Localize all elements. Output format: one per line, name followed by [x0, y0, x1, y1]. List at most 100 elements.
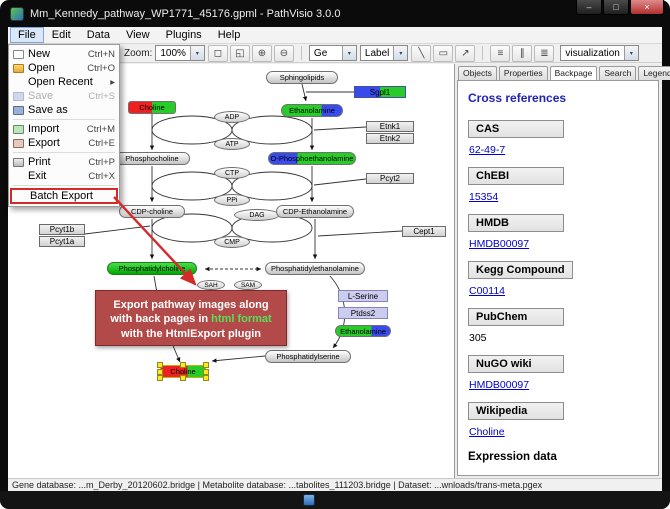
chevron-down-icon[interactable]: ▾ — [341, 46, 356, 60]
pathway-node-cept1[interactable]: Cept1 — [402, 226, 446, 237]
selection-handle[interactable] — [203, 375, 209, 381]
pathway-node-phosphocholine[interactable]: Phosphocholine — [114, 152, 190, 165]
pathway-node-dag[interactable]: DAG — [234, 209, 280, 221]
selection-handle[interactable] — [203, 368, 209, 375]
node-label: Phosphatidylcholine — [118, 264, 186, 273]
distribute-icon[interactable]: ≣ — [534, 44, 555, 62]
pathway-node-phosphatidylserine[interactable]: Phosphatidylserine — [265, 350, 351, 363]
tab-legend[interactable]: Legend — [638, 66, 670, 80]
pathway-node-adp[interactable]: ADP — [214, 111, 250, 123]
annotation-callout: Export pathway images along with back pa… — [95, 290, 287, 346]
backpage-link-wikipedia[interactable]: Choline — [469, 426, 505, 438]
pathway-node-o-phosphoethanolamine[interactable]: O-Phosphoethanolamine — [268, 152, 356, 165]
pathway-node-sah[interactable]: SAH — [197, 280, 225, 290]
tab-objects[interactable]: Objects — [458, 66, 497, 80]
pathway-node-etnk1[interactable]: Etnk1 — [366, 121, 414, 132]
menu-item-label: Import — [28, 123, 60, 135]
pathway-node-ethanolamine[interactable]: Ethanolamine — [281, 104, 343, 117]
export-icon — [13, 138, 24, 148]
pathway-node-etnk2[interactable]: Etnk2 — [366, 133, 414, 144]
zoom-out-icon[interactable]: ⊖ — [273, 44, 294, 62]
pathway-node-cmp[interactable]: CMP — [214, 236, 250, 248]
gene-product-tool-combobox[interactable]: Ge ▾ — [308, 45, 357, 61]
pathway-node-sgpl1[interactable]: Sgpl1 — [354, 86, 406, 98]
file-menu-item-import[interactable]: Import Ctrl+M — [10, 122, 118, 136]
cross-references-title: Cross references — [468, 91, 567, 105]
selection-handle[interactable] — [157, 375, 163, 381]
backpage-link-nugo-wiki[interactable]: HMDB00097 — [469, 379, 530, 391]
zoom-combobox[interactable]: 100% ▾ — [155, 45, 205, 61]
pathway-node-pcyt1a[interactable]: Pcyt1a — [39, 236, 85, 247]
chevron-down-icon[interactable]: ▾ — [189, 46, 204, 60]
pathway-node-phosphatidylethanolamine[interactable]: Phosphatidylethanolamine — [265, 262, 365, 275]
tab-properties[interactable]: Properties — [498, 66, 548, 80]
menubar-item-plugins[interactable]: Plugins — [165, 29, 202, 41]
pathway-node-ethanolamine[interactable]: Ethanolamine — [335, 325, 391, 337]
menubar-item-help[interactable]: Help — [217, 29, 241, 41]
menu-item-shortcut: Ctrl+M — [86, 123, 115, 135]
visualization-combobox[interactable]: visualization ▾ — [560, 45, 639, 61]
menubar-item-file[interactable]: File — [10, 27, 44, 43]
menubar-item-data[interactable]: Data — [86, 29, 110, 41]
backpage-link-kegg-compound[interactable]: C00114 — [469, 285, 506, 297]
zoom-in-icon[interactable]: ⊕ — [251, 44, 272, 62]
backpage-value-pubchem: 305 — [469, 332, 487, 344]
selection-handle[interactable] — [157, 362, 163, 368]
taskbar-app-icon[interactable] — [303, 494, 315, 506]
toolbar-separator — [482, 46, 484, 60]
maximize-button[interactable]: □ — [603, 0, 629, 15]
pathway-node-cdp-choline[interactable]: CDP-choline — [119, 205, 185, 218]
pathway-node-choline[interactable]: Choline — [128, 101, 176, 114]
close-button[interactable]: × — [630, 0, 664, 15]
chevron-down-icon[interactable]: ▾ — [623, 46, 638, 60]
blank-icon — [13, 78, 24, 87]
menu-item-label: Print — [28, 156, 51, 168]
pathway-node-atp[interactable]: ATP — [214, 138, 250, 150]
line-tool-icon[interactable]: ╲ — [411, 44, 432, 62]
node-label: Cept1 — [413, 227, 435, 236]
backpage-link-hmdb[interactable]: HMDB00097 — [469, 238, 530, 250]
pathway-node-ptdss2[interactable]: Ptdss2 — [338, 307, 388, 319]
selection-handle[interactable] — [203, 362, 209, 368]
rectangle-tool-icon[interactable]: ▭ — [433, 44, 454, 62]
align-vertical-icon[interactable]: ∥ — [512, 44, 533, 62]
menubar-item-view[interactable]: View — [125, 29, 150, 41]
label-tool-label: Label — [364, 47, 390, 59]
tab-search[interactable]: Search — [599, 66, 637, 80]
pathway-node-pcyt2[interactable]: Pcyt2 — [366, 173, 414, 184]
backpage-link-cas[interactable]: 62-49-7 — [469, 144, 506, 156]
align-horizontal-icon[interactable]: ≡ — [490, 44, 511, 62]
submenu-arrow-icon: ▸ — [110, 76, 115, 88]
connector-tool-icon[interactable]: ↗ — [455, 44, 476, 62]
pathway-node-cdp-ethanolamine[interactable]: CDP-Ethanolamine — [276, 205, 354, 218]
zoom-fit-width-icon[interactable]: ◱ — [229, 44, 250, 62]
pathway-node-ppi[interactable]: PPi — [214, 194, 250, 206]
minimize-button[interactable]: – — [576, 0, 602, 15]
label-tool-combobox[interactable]: Label ▾ — [359, 45, 409, 61]
pathway-node-sam[interactable]: SAM — [234, 280, 262, 290]
file-menu-item-open-recent[interactable]: Open Recent▸ — [10, 75, 118, 89]
tab-backpage[interactable]: Backpage — [549, 66, 598, 80]
pathway-node-sphingolipids[interactable]: Sphingolipids — [266, 71, 338, 84]
pathway-node-ctp[interactable]: CTP — [214, 167, 250, 179]
selection-handle[interactable] — [157, 368, 163, 375]
pathway-node-phosphatidylcholine[interactable]: Phosphatidylcholine — [107, 262, 197, 275]
pathway-node-pcyt1b[interactable]: Pcyt1b — [39, 224, 85, 235]
selection-handle[interactable] — [180, 375, 186, 381]
menubar-item-edit[interactable]: Edit — [51, 29, 71, 41]
selection-handle[interactable] — [180, 362, 186, 368]
file-menu-item-save-as[interactable]: Save as — [10, 103, 118, 117]
file-menu-item-batch-export[interactable]: Batch Export — [10, 188, 118, 204]
zoom-fit-page-icon[interactable]: ◻ — [207, 44, 228, 62]
backpage-link-chebi[interactable]: 15354 — [469, 191, 499, 203]
open-icon — [13, 63, 24, 73]
chevron-down-icon[interactable]: ▾ — [393, 46, 408, 60]
pathway-node-l-serine[interactable]: L-Serine — [338, 290, 388, 302]
